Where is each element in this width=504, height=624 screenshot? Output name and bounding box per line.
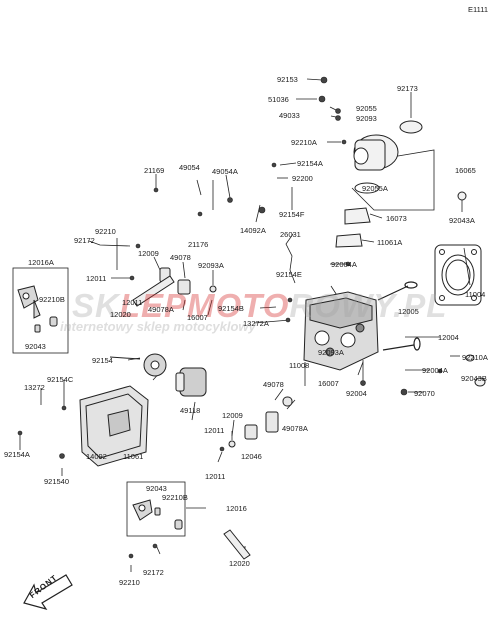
- part-label: 21176: [188, 240, 209, 249]
- part-label: 92173: [397, 84, 418, 93]
- part-label: 49033: [279, 111, 300, 120]
- part-label: 13272: [24, 383, 45, 392]
- part-label: 21169: [144, 166, 165, 175]
- part-label: 92154E: [276, 270, 302, 279]
- part-label: 92210A: [291, 138, 317, 147]
- watermark-logo: SKLEPMOTOROWY.PL: [72, 287, 448, 324]
- part-label: 16065: [455, 166, 476, 175]
- part-label: 92210A: [462, 353, 488, 362]
- part-label: 92055A: [362, 184, 388, 193]
- part-label: 12004: [438, 333, 459, 342]
- part-label: 92210B: [39, 295, 65, 304]
- part-label: 92154A: [297, 159, 323, 168]
- part-label: 92070: [414, 389, 435, 398]
- part-label: 12011: [205, 472, 226, 481]
- part-label: 16007: [318, 379, 339, 388]
- part-label: 92093: [356, 114, 377, 123]
- part-label: 49078A: [282, 424, 308, 433]
- part-label: 92154A: [4, 450, 30, 459]
- part-label: 92043B: [461, 374, 487, 383]
- part-label: 11004: [465, 290, 486, 299]
- part-label: 14092: [86, 452, 107, 461]
- part-label: 92153: [277, 75, 298, 84]
- part-label: 49118: [180, 406, 201, 415]
- part-label: 49078: [170, 253, 191, 262]
- part-label: 12016: [226, 504, 247, 513]
- part-label: 51036: [268, 95, 289, 104]
- part-label: 92154C: [47, 375, 74, 384]
- part-label: 92004A: [331, 260, 357, 269]
- part-label: 16073: [386, 214, 407, 223]
- part-label: 92093A: [318, 348, 344, 357]
- part-label: 92172: [74, 236, 95, 245]
- part-label: 92043A: [449, 216, 475, 225]
- part-label: 92043: [25, 342, 46, 351]
- part-label: 92210: [95, 227, 116, 236]
- part-label: 92154: [92, 356, 113, 365]
- part-label: 11008: [289, 361, 310, 370]
- part-label: 12005: [398, 307, 419, 316]
- part-label: 92154B: [218, 304, 244, 313]
- part-label: 92210B: [162, 493, 188, 502]
- part-label: 49054A: [212, 167, 238, 176]
- part-label: 14092A: [240, 226, 266, 235]
- part-label: 12009: [138, 249, 159, 258]
- part-label: 49078: [263, 380, 284, 389]
- part-label: 12046: [241, 452, 262, 461]
- part-label: 12011: [86, 274, 107, 283]
- part-label: 49054: [179, 163, 200, 172]
- part-label: 92004: [346, 389, 367, 398]
- part-label: 12009: [222, 411, 243, 420]
- part-label: 13272A: [243, 319, 269, 328]
- part-label: 12020: [110, 310, 131, 319]
- part-label: 92093A: [198, 261, 224, 270]
- part-label: 12011: [204, 426, 225, 435]
- part-label: 92154F: [279, 210, 305, 219]
- part-label: 92055: [356, 104, 377, 113]
- part-label: 92210: [119, 578, 140, 587]
- part-label: 11061A: [377, 238, 403, 247]
- part-label: 49078A: [148, 305, 174, 314]
- watermark-tagline: internetowy sklep motocyklowy: [60, 319, 256, 334]
- part-label: 12011: [122, 298, 143, 307]
- part-label: 921540: [44, 477, 70, 486]
- part-label: 26031: [280, 230, 301, 239]
- part-label: 11061: [123, 452, 144, 461]
- part-label: 16007: [187, 313, 208, 322]
- diagram-code: E1111: [467, 5, 488, 14]
- part-label: 12016A: [28, 258, 54, 267]
- part-label: 92200: [292, 174, 313, 183]
- part-label: 12020: [229, 559, 250, 568]
- part-label: 92172: [143, 568, 164, 577]
- part-label: 92043: [146, 484, 167, 493]
- part-label: 92004A: [422, 366, 448, 375]
